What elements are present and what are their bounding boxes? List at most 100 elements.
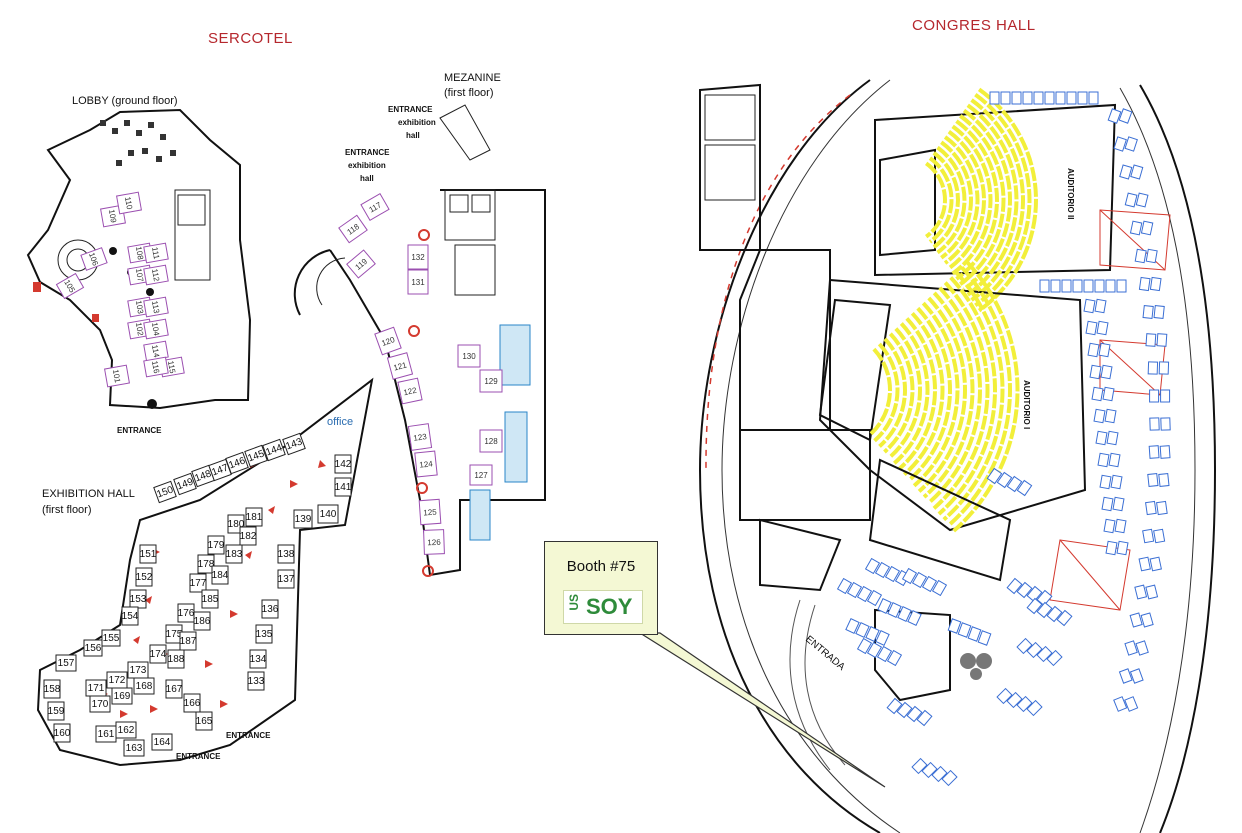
congres-booth[interactable]: [1108, 452, 1121, 468]
congres-booth[interactable]: [967, 626, 982, 642]
congres-booth[interactable]: [1083, 279, 1094, 293]
booth-164[interactable]: 164: [151, 733, 173, 751]
booth-127[interactable]: 127: [469, 464, 493, 486]
booth-101[interactable]: 101: [104, 364, 130, 388]
congres-booth[interactable]: [1149, 556, 1162, 572]
booth-147[interactable]: 147: [208, 458, 232, 482]
congres-booth[interactable]: [1026, 585, 1043, 603]
congres-booth[interactable]: [1101, 496, 1114, 512]
booth-123[interactable]: 123: [407, 423, 433, 451]
congres-booth[interactable]: [886, 697, 903, 715]
congres-booth[interactable]: [1036, 645, 1053, 663]
booth-149[interactable]: 149: [173, 472, 197, 496]
congres-booth[interactable]: [1036, 589, 1053, 607]
congres-booth[interactable]: [1118, 108, 1133, 124]
booth-120[interactable]: 120: [374, 326, 402, 356]
booth-153[interactable]: 153: [129, 589, 147, 609]
congres-booth[interactable]: [986, 467, 1003, 485]
congres-booth[interactable]: [1129, 612, 1143, 628]
congres-booth[interactable]: [921, 575, 938, 593]
congres-booth[interactable]: [1103, 518, 1116, 534]
congres-booth[interactable]: [1147, 361, 1159, 375]
booth-132[interactable]: 132: [407, 244, 429, 270]
congres-booth[interactable]: [856, 637, 873, 655]
congres-booth[interactable]: [1099, 474, 1112, 490]
booth-142[interactable]: 142: [334, 454, 352, 474]
congres-booth[interactable]: [1149, 417, 1160, 431]
booth-121[interactable]: 121: [386, 352, 414, 380]
congres-booth[interactable]: [1158, 361, 1170, 375]
congres-booth[interactable]: [1149, 389, 1160, 403]
congres-booth[interactable]: [1102, 386, 1115, 402]
booth-186[interactable]: 186: [193, 611, 211, 631]
congres-booth[interactable]: [1050, 279, 1061, 293]
booth-124[interactable]: 124: [414, 450, 438, 478]
congres-booth[interactable]: [907, 609, 922, 627]
booth-169[interactable]: 169: [111, 687, 133, 705]
congres-booth[interactable]: [1096, 320, 1109, 336]
booth-114[interactable]: 114: [143, 340, 169, 362]
booth-129[interactable]: 129: [479, 369, 503, 393]
congres-booth[interactable]: [1026, 641, 1043, 659]
congres-booth[interactable]: [1160, 389, 1171, 403]
congres-booth[interactable]: [1135, 192, 1149, 208]
booth-177[interactable]: 177: [189, 573, 207, 593]
congres-booth[interactable]: [1119, 164, 1133, 180]
congres-booth[interactable]: [1093, 408, 1106, 424]
booth-135[interactable]: 135: [255, 624, 273, 644]
booth-112[interactable]: 112: [143, 264, 169, 286]
congres-booth[interactable]: [1156, 333, 1168, 347]
booth-150[interactable]: 150: [153, 480, 177, 504]
congres-booth[interactable]: [1130, 164, 1144, 180]
booth-126[interactable]: 126: [423, 529, 445, 555]
congres-booth[interactable]: [1159, 445, 1171, 459]
congres-booth[interactable]: [989, 91, 1000, 105]
congres-booth[interactable]: [1124, 136, 1138, 152]
congres-booth[interactable]: [1046, 649, 1063, 667]
congres-booth[interactable]: [911, 757, 928, 775]
booth-159[interactable]: 159: [47, 701, 65, 721]
congres-booth[interactable]: [1036, 601, 1053, 619]
congres-booth[interactable]: [1145, 248, 1158, 264]
congres-booth[interactable]: [1142, 528, 1155, 544]
congres-booth[interactable]: [1016, 695, 1033, 713]
congres-booth[interactable]: [1153, 305, 1165, 319]
booth-104[interactable]: 104: [143, 318, 169, 340]
congres-booth[interactable]: [1046, 605, 1063, 623]
congres-booth[interactable]: [845, 617, 860, 635]
booth-162[interactable]: 162: [115, 721, 137, 739]
congres-booth[interactable]: [1089, 364, 1102, 380]
congres-booth[interactable]: [1158, 473, 1170, 487]
congres-booth[interactable]: [1026, 597, 1043, 615]
congres-booth[interactable]: [856, 585, 873, 603]
booth-154[interactable]: 154: [121, 606, 139, 626]
booth-155[interactable]: 155: [101, 629, 121, 647]
congres-booth[interactable]: [864, 557, 881, 575]
congres-booth[interactable]: [865, 625, 880, 643]
congres-booth[interactable]: [1006, 577, 1023, 595]
booth-174[interactable]: 174: [149, 644, 167, 664]
congres-booth[interactable]: [1091, 386, 1104, 402]
congres-booth[interactable]: [1140, 220, 1154, 236]
congres-booth[interactable]: [1153, 528, 1166, 544]
congres-booth[interactable]: [1135, 640, 1149, 656]
congres-booth[interactable]: [874, 561, 891, 579]
congres-booth[interactable]: [1160, 417, 1171, 431]
booth-178[interactable]: 178: [197, 554, 215, 574]
booth-173[interactable]: 173: [127, 661, 149, 679]
booth-131[interactable]: 131: [407, 269, 429, 295]
booth-148[interactable]: 148: [191, 464, 215, 488]
congres-booth[interactable]: [901, 567, 918, 585]
congres-booth[interactable]: [1145, 333, 1157, 347]
booth-119[interactable]: 119: [346, 249, 376, 279]
congres-booth[interactable]: [1156, 500, 1168, 516]
booth-167[interactable]: 167: [165, 679, 183, 699]
congres-booth[interactable]: [875, 629, 890, 647]
congres-booth[interactable]: [1072, 279, 1083, 293]
congres-booth[interactable]: [1129, 668, 1144, 684]
booth-122[interactable]: 122: [397, 377, 423, 405]
booth-116[interactable]: 116: [143, 356, 169, 378]
congres-booth[interactable]: [977, 630, 992, 646]
congres-booth[interactable]: [1106, 430, 1119, 446]
booth-183[interactable]: 183: [225, 544, 243, 564]
